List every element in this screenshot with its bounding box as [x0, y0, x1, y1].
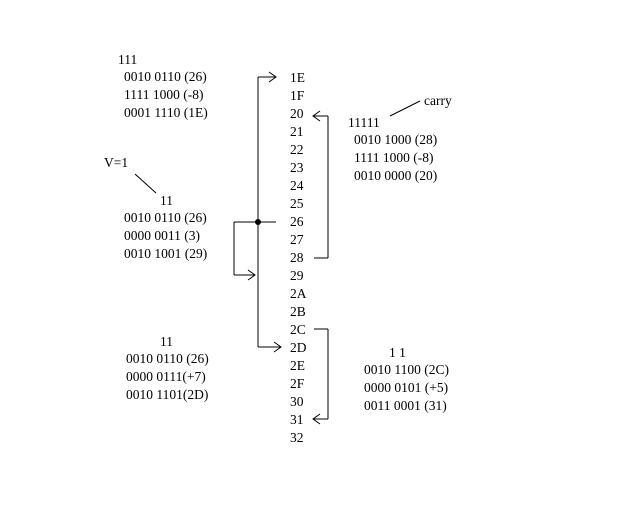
address-label: 1E	[290, 70, 305, 85]
address-label: 29	[290, 268, 304, 283]
operand-line: 1111 1000 (-8)	[124, 87, 204, 102]
address-label: 2D	[290, 340, 307, 355]
address-label: 22	[290, 142, 304, 157]
address-label: 21	[290, 124, 304, 139]
operand-line: 0000 0101 (+5)	[364, 380, 449, 395]
arrow-to-2d-head	[273, 341, 282, 353]
operand-line: 0010 0110 (26)	[124, 210, 207, 225]
result-line: 0001 1110 (1E)	[124, 105, 208, 120]
carry-bits: 1 1	[389, 345, 406, 360]
overflow-pointer-line	[134, 173, 157, 194]
address-label: 25	[290, 196, 304, 211]
address-label: 23	[290, 160, 304, 175]
carry-bits: 111	[118, 52, 138, 67]
address-label: 27	[290, 232, 304, 247]
overflow-label: V=1	[104, 155, 129, 170]
arrow-to-20-head	[312, 110, 321, 122]
address-label: 32	[290, 430, 304, 445]
operand-line: 0010 0110 (26)	[124, 69, 207, 84]
address-label: 24	[290, 178, 304, 193]
junction-dot	[255, 219, 261, 225]
carry-bits: 11	[160, 193, 173, 208]
address-label: 2F	[290, 376, 305, 391]
address-label: 30	[290, 394, 304, 409]
carry-pointer-line	[389, 100, 421, 117]
carry-bits: 11111	[348, 115, 380, 130]
result-line: 0011 0001 (31)	[364, 398, 447, 413]
result-line: 0010 0000 (20)	[354, 168, 438, 183]
address-label: 2A	[290, 286, 307, 301]
arrow-to-1e-head	[268, 71, 277, 83]
address-label: 20	[290, 106, 304, 121]
result-line: 0010 1101(2D)	[126, 387, 209, 402]
operand-line: 0010 1000 (28)	[354, 132, 438, 147]
address-label: 2C	[290, 322, 306, 337]
operand-line: 0010 0110 (26)	[126, 351, 209, 366]
arrow-to-29-head	[247, 269, 256, 281]
operand-line: 0000 0111(+7)	[126, 369, 206, 384]
carry-label: carry	[424, 93, 452, 108]
result-line: 0010 1001 (29)	[124, 246, 208, 261]
operand-line: 1111 1000 (-8)	[354, 150, 434, 165]
address-label: 2E	[290, 358, 305, 373]
address-label: 26	[290, 214, 304, 229]
address-label: 1F	[290, 88, 305, 103]
address-label: 28	[290, 250, 304, 265]
address-label: 31	[290, 412, 304, 427]
carry-bits: 11	[160, 334, 173, 349]
operand-line: 0010 1100 (2C)	[364, 362, 449, 377]
address-label: 2B	[290, 304, 306, 319]
operand-line: 0000 0011 (3)	[124, 228, 200, 243]
arrow-to-31-head	[312, 413, 321, 425]
